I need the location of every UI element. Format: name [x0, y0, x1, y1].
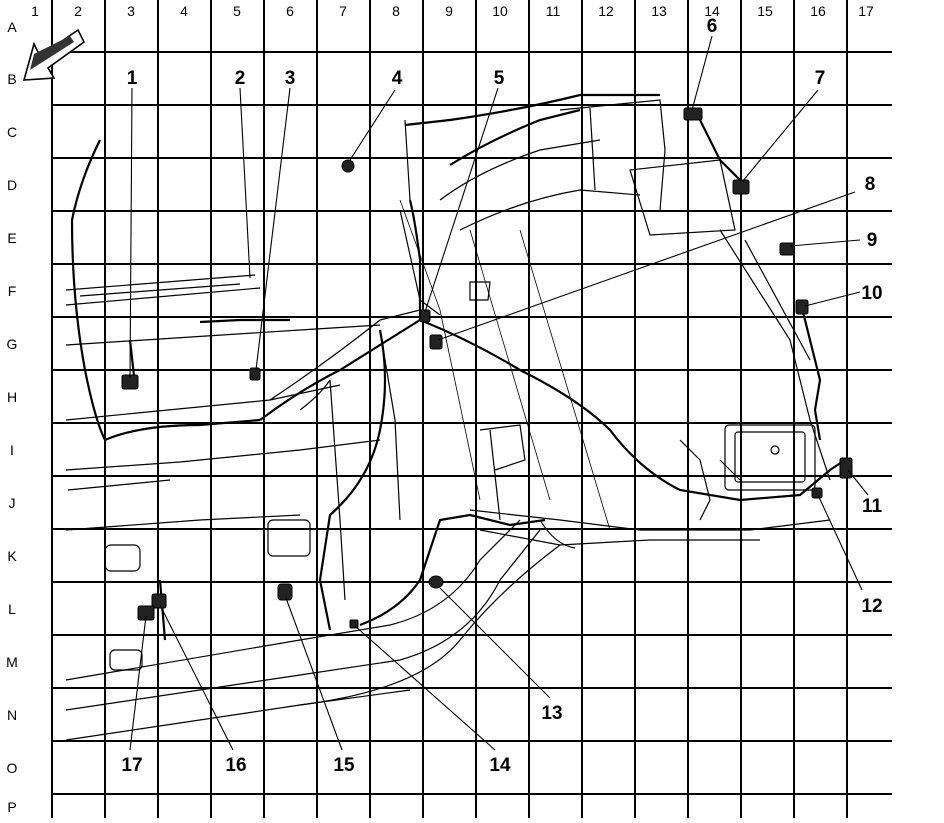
callout-labels: 1 2 3 4 5 6 7 8 9 10 11 12 13 14 15 16 1… [121, 16, 882, 776]
column-header: 8 [392, 3, 400, 19]
connector-6-icon [683, 107, 703, 121]
row-headers: A B C D E F G H I J K L M N O P [6, 19, 18, 815]
column-header: 14 [704, 3, 720, 19]
column-header: 9 [445, 3, 453, 19]
callout-number: 17 [121, 755, 142, 776]
connector-7-icon [732, 179, 750, 195]
callout-number: 3 [285, 68, 296, 89]
column-header: 10 [492, 3, 508, 19]
callout-number: 10 [861, 283, 882, 304]
row-header: C [7, 124, 17, 140]
callout-number: 8 [865, 174, 876, 195]
connector-16-icon [151, 593, 167, 609]
callout-number: 14 [489, 755, 511, 776]
reference-lines [399, 199, 611, 531]
callout-number: 2 [235, 68, 246, 89]
connector-10-icon [795, 299, 809, 315]
row-header: M [6, 654, 18, 670]
callout-number: 11 [862, 496, 883, 517]
column-header: 4 [180, 3, 188, 19]
column-header: 11 [546, 3, 561, 19]
connector-13-icon [428, 575, 444, 589]
column-header: 5 [233, 3, 241, 19]
connector-9-icon [779, 242, 795, 256]
column-header: 7 [339, 3, 347, 19]
row-header: A [7, 19, 17, 35]
connector-11-icon [839, 457, 853, 479]
connector-8-icon [429, 334, 443, 350]
callout-number: 16 [225, 755, 246, 776]
callout-number: 13 [541, 703, 562, 724]
row-header: L [8, 601, 16, 617]
row-header: I [10, 442, 14, 458]
column-header: 15 [757, 3, 773, 19]
connectors [121, 107, 853, 629]
callout-number: 5 [494, 68, 505, 89]
row-header: P [7, 799, 16, 815]
column-header: 13 [651, 3, 667, 19]
connector-3-icon [249, 367, 261, 381]
callout-number: 12 [861, 596, 882, 617]
connector-15-icon [277, 583, 293, 601]
column-header: 17 [858, 3, 874, 19]
wiring-harness [70, 93, 846, 641]
front-direction-arrow-icon [22, 28, 86, 81]
connector-5-icon [419, 309, 431, 323]
row-header: F [8, 283, 17, 299]
reference-grid [51, 0, 892, 818]
column-header: 3 [127, 3, 135, 19]
connector-4-icon [341, 159, 355, 173]
callout-number: 1 [127, 68, 138, 89]
column-header: 6 [286, 3, 294, 19]
row-header: N [7, 707, 17, 723]
row-header: D [7, 177, 17, 193]
row-header: K [7, 548, 17, 564]
vehicle-body-outline [65, 99, 831, 741]
column-header: 12 [598, 3, 614, 19]
callout-number: 4 [392, 68, 403, 89]
column-header: 2 [74, 3, 82, 19]
row-header: O [7, 760, 18, 776]
callout-number: 9 [867, 230, 878, 251]
row-header: H [7, 389, 17, 405]
row-header: B [7, 71, 16, 87]
callout-number: 7 [815, 68, 826, 89]
column-header: 1 [31, 3, 39, 19]
column-headers: 1 2 3 4 5 6 7 8 9 10 11 12 13 14 15 16 1… [31, 3, 874, 19]
callout-number: 15 [333, 755, 355, 776]
row-header: E [7, 230, 16, 246]
connector-14-icon [349, 619, 359, 629]
row-header: G [7, 336, 18, 352]
column-header: 16 [810, 3, 826, 19]
row-header: J [9, 495, 16, 511]
callout-number: 6 [707, 16, 718, 37]
callout-leaders [129, 35, 869, 751]
connector-12-icon [811, 487, 823, 499]
